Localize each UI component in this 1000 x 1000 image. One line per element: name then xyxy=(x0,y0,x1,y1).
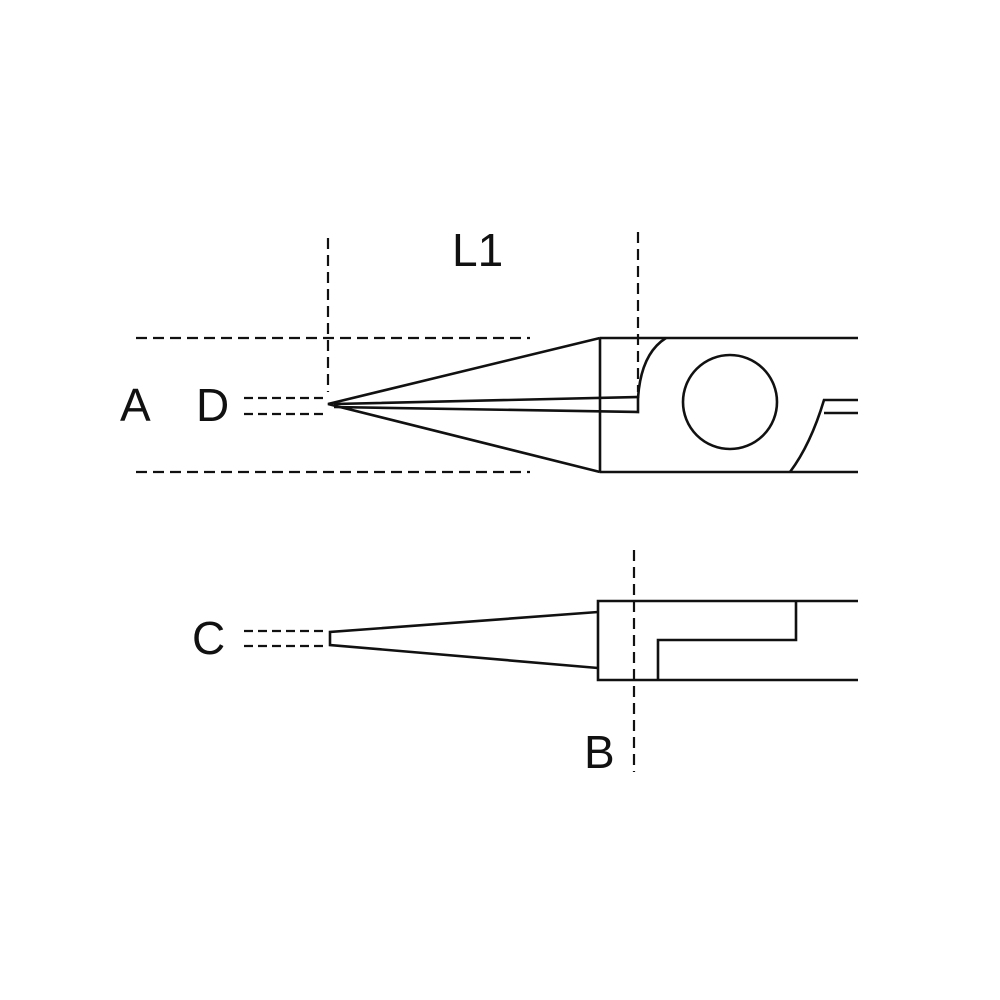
label-a: A xyxy=(120,379,151,431)
pliers-top-view xyxy=(327,336,858,474)
dimension-labels: L1 A D C B xyxy=(120,224,615,778)
label-c: C xyxy=(192,612,225,664)
label-l1: L1 xyxy=(452,224,503,276)
side-jaw-outline xyxy=(328,610,599,670)
joint-left-curve xyxy=(636,336,667,399)
side-step-detail xyxy=(656,601,798,680)
pivot-circle xyxy=(681,353,779,451)
handle-slot-outline xyxy=(788,398,858,473)
label-d: D xyxy=(196,379,229,431)
label-b: B xyxy=(584,726,615,778)
jaw-split-line xyxy=(333,395,640,414)
side-body-outline xyxy=(596,599,858,682)
pliers-side-view xyxy=(328,599,858,682)
top-jaw-outline xyxy=(327,336,601,474)
dimension-lines xyxy=(136,232,640,772)
